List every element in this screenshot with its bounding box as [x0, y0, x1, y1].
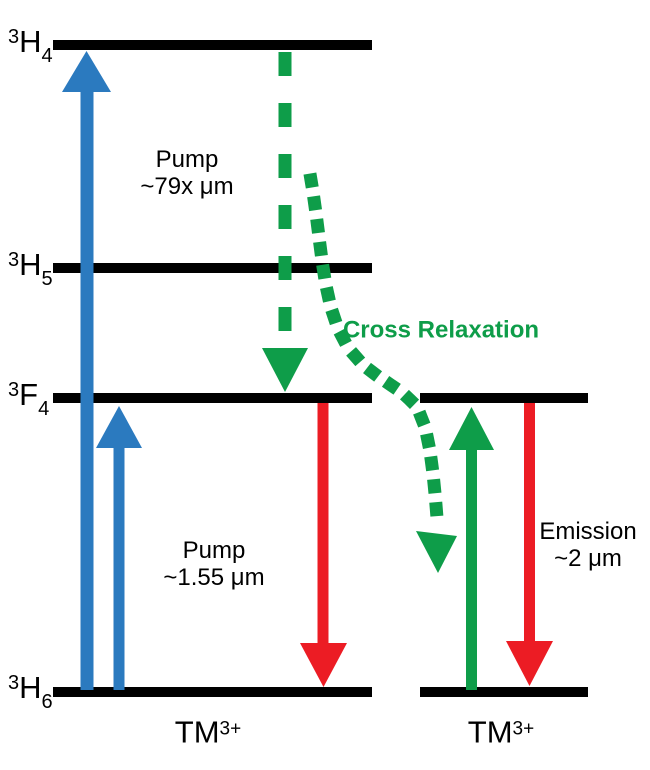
- ion-label-right-charge: 3+: [512, 718, 535, 740]
- emission-label-line1: Emission: [539, 518, 637, 545]
- pump-upper-arrow-shaft: [80, 90, 94, 690]
- pump-upper-label: Pump ~79x μm: [140, 146, 233, 200]
- pump-upper-label-line1: Pump: [155, 146, 219, 173]
- level-label-3h6-sub: 6: [41, 691, 53, 713]
- pump-upper-arrow: [62, 51, 111, 690]
- level-label-3h4-sub: 4: [41, 45, 53, 67]
- level-label-3h5-sub: 5: [41, 268, 53, 290]
- level-line-3h4-left: [53, 40, 372, 50]
- level-label-3f4-letter: F: [19, 377, 39, 412]
- ion-label-left: TM3+: [175, 717, 241, 748]
- level-label-3h5: 3H5: [8, 249, 53, 289]
- emission-label: Emission ~2 μm: [539, 518, 636, 572]
- ion-label-right-name: TM: [467, 714, 513, 750]
- pump-lower-arrow-shaft: [113, 446, 125, 690]
- pump-upper-arrowhead: [62, 51, 111, 92]
- level-label-3h6: 3H6: [8, 672, 53, 712]
- pump-lower-arrowhead: [96, 406, 142, 448]
- level-label-3h6-letter: H: [19, 670, 42, 705]
- emission-left-arrow: [300, 403, 347, 687]
- emission-left-arrow-shaft: [317, 403, 329, 645]
- level-label-3h4-letter: H: [19, 24, 42, 59]
- level-label-3f4: 3F4: [8, 379, 49, 419]
- decay-dashed-arrowhead: [262, 348, 308, 392]
- decay-dashed-arrow: [262, 52, 308, 392]
- level-line-3f4-right: [420, 393, 588, 403]
- emission-right-arrow-shaft: [524, 403, 535, 643]
- level-line-3f4-left: [53, 393, 372, 403]
- level-label-3h5-letter: H: [19, 247, 42, 282]
- pump-upper-label-line2: ~79x μm: [140, 173, 234, 200]
- ion-label-left-name: TM: [174, 714, 220, 750]
- cross-relaxation-arrowhead: [416, 531, 457, 573]
- cross-relaxation-curve-path: [303, 172, 444, 525]
- emission-right-arrowhead: [506, 641, 553, 686]
- cross-relaxation-curve: [303, 172, 457, 573]
- excitation-right-arrow-shaft: [466, 448, 477, 690]
- emission-left-arrowhead: [300, 643, 347, 687]
- level-label-3h6-sup: 3: [8, 672, 20, 694]
- ion-label-right: TM3+: [468, 717, 534, 748]
- level-line-3h6-left: [53, 687, 372, 697]
- emission-right-arrow: [506, 403, 553, 686]
- pump-lower-label-line1: Pump: [182, 537, 246, 564]
- level-line-3h6-right: [420, 687, 588, 697]
- excitation-right-arrow: [449, 407, 494, 690]
- pump-lower-label-line2: ~1.55 μm: [163, 564, 265, 591]
- level-label-3h4-sup: 3: [8, 26, 20, 48]
- level-label-3f4-sup: 3: [8, 379, 20, 401]
- level-line-3h5-left: [53, 263, 372, 273]
- emission-label-line2: ~2 μm: [554, 545, 622, 572]
- level-label-3h5-sup: 3: [8, 249, 20, 271]
- excitation-right-arrowhead: [449, 407, 494, 450]
- ion-label-left-charge: 3+: [219, 718, 242, 740]
- level-label-3h4: 3H4: [8, 26, 53, 66]
- pump-lower-arrow: [96, 406, 142, 690]
- pump-lower-label: Pump ~1.55 μm: [163, 537, 264, 591]
- level-label-3f4-sub: 4: [38, 398, 50, 420]
- cross-relaxation-label: Cross Relaxation: [342, 316, 540, 344]
